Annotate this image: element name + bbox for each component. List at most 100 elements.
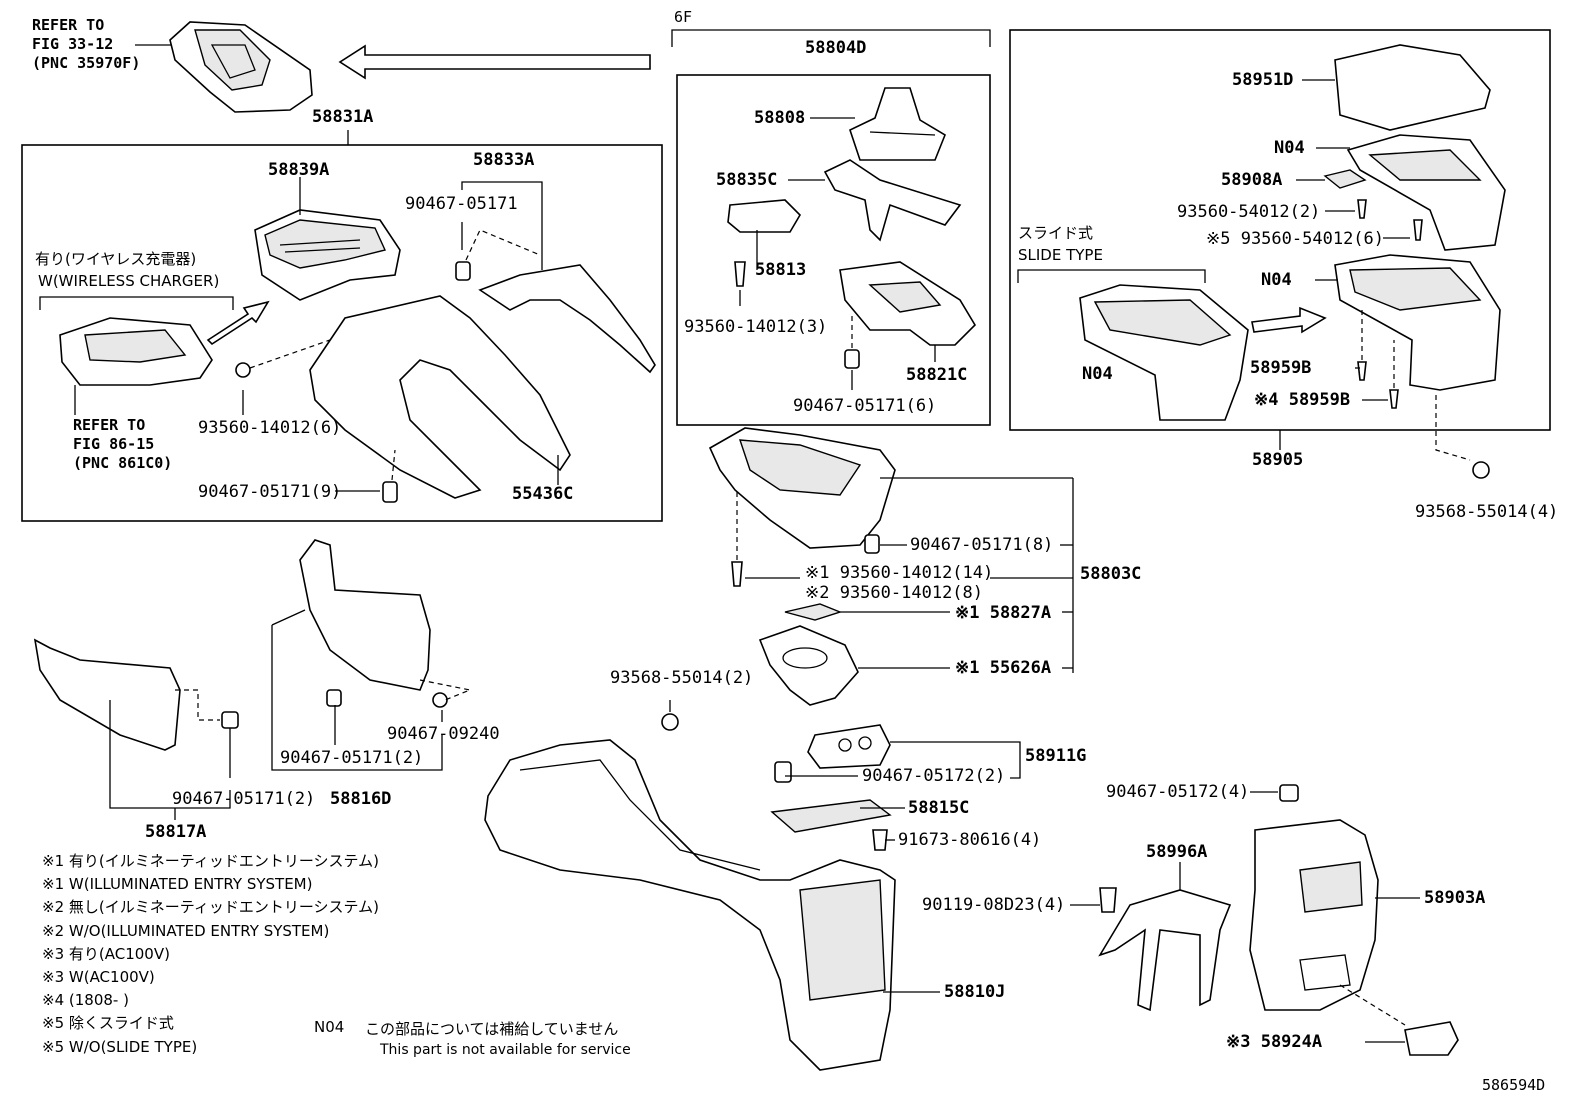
ref-line: FIG 33-12	[32, 35, 114, 53]
screw-icon	[734, 261, 746, 287]
part-58839A: 58839A	[268, 160, 330, 180]
part-58908A: 58908A	[1221, 170, 1283, 190]
cup-holder-illustration	[758, 625, 859, 706]
wireless-charger-tray-illustration	[254, 209, 401, 301]
footnote: ※2 無し(イルミネーティッドエントリーシステム)	[42, 898, 379, 917]
ref-line: (PNC 35970F)	[32, 54, 141, 72]
shift-boot-illustration	[849, 87, 946, 161]
part-58804D: 58804D	[805, 38, 867, 58]
console-main-illustration	[484, 739, 896, 1071]
part-58827A-illustration	[784, 603, 843, 621]
part-90467-05171: 90467-05171	[405, 194, 518, 214]
footnote: ※4 (1808- )	[42, 991, 129, 1010]
part-58821C: 58821C	[906, 365, 968, 385]
part-58911G: 58911G	[1025, 746, 1087, 766]
part-58924A: ※3 58924A	[1226, 1032, 1323, 1052]
slide-type-box-illustration	[1079, 284, 1249, 421]
ref-line: FIG 86-15	[73, 435, 155, 453]
screw-icon	[731, 561, 743, 587]
mat-58815C-illustration	[770, 799, 892, 833]
arrow-slide	[1251, 306, 1327, 334]
screw-icon	[1357, 361, 1367, 381]
clip-icon	[432, 692, 448, 708]
leader-lines	[39, 79, 1420, 1043]
part-58808: 58808	[754, 108, 806, 128]
clip-icon	[864, 534, 880, 554]
wireless-label-en: W(WIRELESS CHARGER)	[38, 272, 220, 290]
clip-icon	[844, 349, 860, 369]
clip-icon	[221, 711, 239, 729]
arrow-wireless	[206, 300, 270, 346]
n04-note-code: N04	[314, 1018, 345, 1036]
footnote: ※3 有り(AC100V)	[42, 944, 170, 963]
part-55626A: ※1 55626A	[955, 658, 1052, 678]
wireless-charger-ref-illustration	[59, 317, 213, 386]
shift-panel-ref-illustration	[169, 21, 313, 113]
footnotes: ※1 有り(イルミネーティッドエントリーシステム) ※1 W(ILLUMINAT…	[42, 850, 379, 1059]
bolt-icon	[872, 829, 888, 851]
part-90467-05171-2b: 90467-05171(2)	[172, 789, 316, 809]
armrest-lid-illustration	[1334, 44, 1491, 131]
bracket-6F	[671, 29, 991, 47]
rear-panel-58903A-illustration	[1249, 819, 1379, 1011]
ref-block-wireless: REFER TO FIG 86-15 (PNC 861C0)	[73, 416, 172, 473]
label-6F: 6F	[674, 8, 693, 26]
part-90467-09240: 90467-09240	[387, 724, 500, 744]
part-90467-05171-8: 90467-05171(8)	[910, 535, 1054, 555]
screw-icon	[661, 713, 679, 731]
part-93568-55014-2: 93568-55014(2)	[610, 668, 754, 688]
part-58959B-a: 58959B	[1250, 358, 1312, 378]
part-58908A-illustration	[1323, 169, 1367, 189]
n04-note-en: This part is not available for service	[380, 1042, 631, 1058]
part-93560-54012-2: 93560-54012(2)	[1177, 202, 1321, 222]
part-58810J: 58810J	[944, 982, 1006, 1002]
clip-icon	[382, 481, 398, 503]
part-90467-05171-2a: 90467-05171(2)	[280, 748, 424, 768]
footnote: ※1 有り(イルミネーティッドエントリーシステム)	[42, 852, 379, 870]
part-55436C: 55436C	[512, 484, 574, 504]
slide-type-jp: スライド式	[1018, 224, 1094, 242]
part-58903A: 58903A	[1424, 888, 1486, 908]
cup-holder-base-illustration	[708, 427, 896, 549]
screw-icon	[235, 362, 251, 378]
slide-type-en: SLIDE TYPE	[1018, 246, 1103, 264]
side-panel-58817A-illustration	[33, 638, 181, 751]
screw-icon	[1472, 461, 1490, 479]
diagram-id: 586594D	[1482, 1076, 1546, 1094]
footnote: ※5 除くスライド式	[42, 1014, 174, 1033]
part-90467-05172-4: 90467-05172(4)	[1106, 782, 1250, 802]
wireless-label-jp: 有り(ワイヤレス充電器)	[35, 250, 197, 268]
ref-line: REFER TO	[73, 416, 146, 434]
console-box-lower-illustration	[1334, 254, 1501, 391]
ref-line: (PNC 861C0)	[73, 454, 173, 472]
part-58959B-b: ※4 58959B	[1254, 390, 1351, 410]
part-58905: 58905	[1252, 450, 1304, 470]
footnote: ※3 W(AC100V)	[42, 968, 155, 987]
part-58835C: 58835C	[716, 170, 778, 190]
part-58813: 58813	[755, 260, 807, 280]
part-58803C: 58803C	[1080, 564, 1142, 584]
part-N04-b: N04	[1261, 270, 1292, 290]
footnote: ※1 W(ILLUMINATED ENTRY SYSTEM)	[42, 875, 313, 894]
clip-icon	[326, 689, 342, 707]
arrow-to-ref	[338, 44, 651, 80]
part-58816D: 58816D	[330, 789, 392, 809]
frame-58831A	[21, 144, 663, 522]
part-90467-05171-9: 90467-05171(9)	[198, 482, 342, 502]
clip-icon	[774, 761, 792, 783]
shift-bezel-illustration	[823, 159, 962, 242]
screw-icon	[1389, 389, 1399, 409]
part-93560-14012-8: ※2 93560-14012(8)	[805, 583, 984, 603]
part-90119-08D23-4: 90119-08D23(4)	[922, 895, 1066, 915]
part-58833A: 58833A	[473, 150, 535, 170]
part-58831A: 58831A	[312, 107, 374, 127]
part-58951D: 58951D	[1232, 70, 1294, 90]
part-58996A: 58996A	[1146, 842, 1208, 862]
footnote: ※5 W/O(SLIDE TYPE)	[42, 1037, 198, 1056]
part-93560-14012-14: ※1 93560-14012(14)	[805, 563, 994, 583]
part-90467-05171-6: 90467-05171(6)	[793, 396, 937, 416]
console-upper-panel-illustration	[309, 264, 656, 499]
bolt-icon	[1099, 887, 1117, 913]
side-panel-58816D-illustration	[299, 539, 431, 691]
